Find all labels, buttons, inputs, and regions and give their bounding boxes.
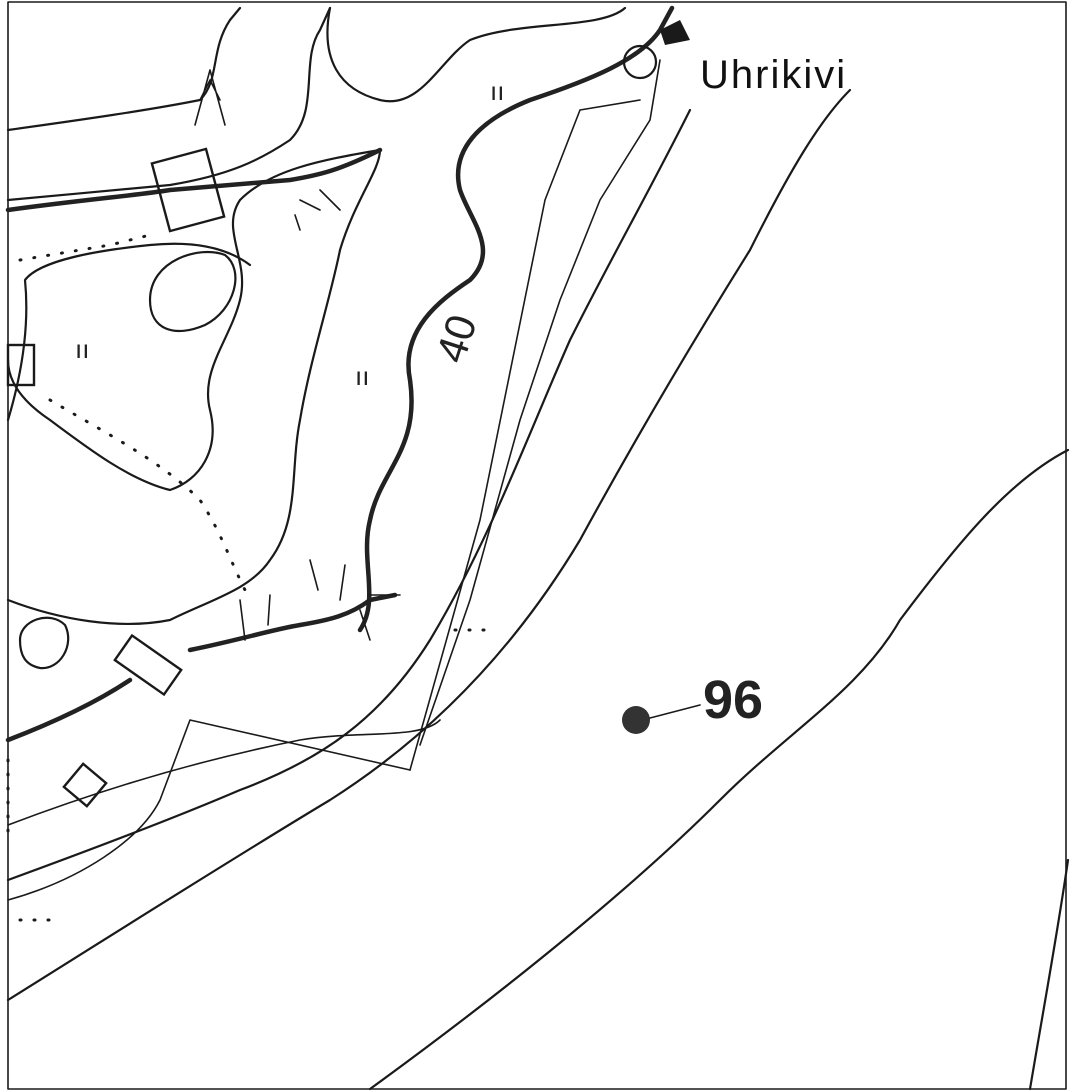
building bbox=[113, 633, 183, 697]
meadow-symbol: ıı bbox=[75, 334, 89, 364]
contour-height-label: 40 bbox=[427, 309, 486, 368]
hill-contour bbox=[148, 250, 237, 333]
site-marker-dot[interactable] bbox=[622, 706, 650, 734]
map-border bbox=[7, 1, 1067, 1090]
arrow-symbol bbox=[194, 69, 226, 126]
slope-hachure bbox=[239, 189, 401, 641]
track-line bbox=[419, 59, 661, 746]
contour-line bbox=[6, 242, 252, 422]
index-contour-40 bbox=[187, 592, 398, 653]
site-marker-leader bbox=[649, 704, 701, 719]
building bbox=[150, 147, 226, 233]
building bbox=[6, 343, 36, 387]
contour-line bbox=[6, 148, 382, 625]
contour-line bbox=[6, 148, 382, 492]
contour-line-mid bbox=[6, 88, 852, 1002]
track-line bbox=[7, 719, 441, 826]
index-contour-40 bbox=[357, 5, 675, 633]
track-line bbox=[7, 719, 411, 901]
boulder-symbol bbox=[622, 44, 658, 80]
road-line bbox=[5, 677, 133, 743]
contour-line bbox=[6, 6, 332, 202]
hill-contour bbox=[18, 616, 70, 670]
landmark-symbol bbox=[660, 20, 690, 45]
road-line bbox=[5, 147, 383, 213]
contour-line-outer bbox=[368, 448, 1070, 1091]
contour-line-inner bbox=[6, 108, 692, 882]
meadow-symbol: ıı bbox=[490, 76, 504, 106]
meadow-symbol: ıı bbox=[355, 361, 369, 391]
boundary-line bbox=[18, 233, 152, 262]
contour-line bbox=[6, 6, 242, 132]
contour-line-right bbox=[1028, 858, 1070, 1091]
contour-line bbox=[326, 6, 627, 103]
building bbox=[62, 762, 108, 808]
place-name-label: Uhrikivi bbox=[700, 53, 847, 97]
track-line bbox=[409, 99, 641, 771]
site-number-label: 96 bbox=[703, 670, 763, 730]
boundary-line bbox=[48, 398, 247, 592]
